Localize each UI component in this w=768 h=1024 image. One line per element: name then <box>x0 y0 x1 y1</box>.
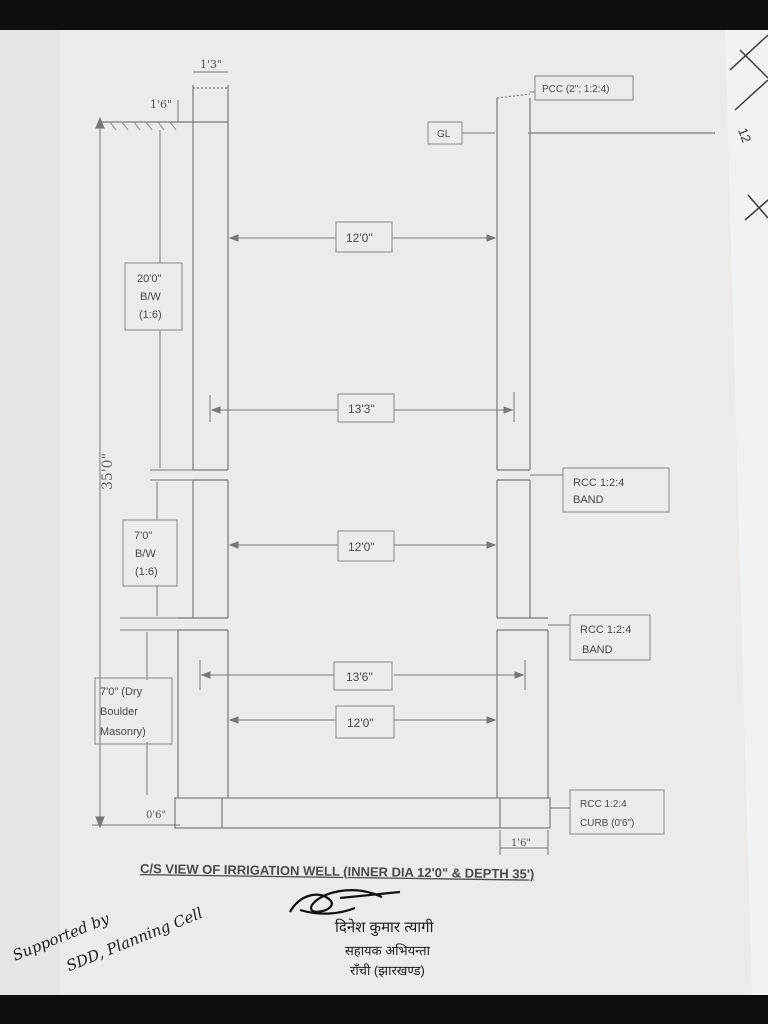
signature-right-line1: दिनेश कुमार त्यागी <box>335 918 435 937</box>
inner-dia-2-box <box>337 530 395 562</box>
diameter-dimensions <box>199 234 526 724</box>
upper-bw-box <box>124 262 183 331</box>
dry-boulder-line2: Boulder <box>100 706 138 718</box>
side-sheet <box>725 30 768 995</box>
dry-boulder-line1: 7'0" (Dry <box>100 686 143 698</box>
middle-bw-line1: 7'0" <box>134 530 152 542</box>
top-wall-dim: 1'3" <box>200 58 222 71</box>
top-gap-dim: 1'6" <box>150 98 172 111</box>
outer-dia-1-box <box>337 393 395 423</box>
signature-right-line3: राँची (झारखण्ड) <box>350 963 425 978</box>
signature-scrawl <box>289 889 401 915</box>
band1-line1: RCC 1:2:4 <box>573 477 624 489</box>
dry-boulder-line3: Masonry) <box>100 726 146 738</box>
inner-dia-3-box <box>335 705 395 739</box>
signature-right: दिनेश कुमार त्यागी सहायक अभियन्ता राँची … <box>335 918 435 978</box>
upper-bw-line2: B/W <box>140 291 161 303</box>
outer-dia-1-label: 13'3" <box>348 402 375 416</box>
band2-line2: BAND <box>582 644 613 656</box>
inner-dia-2-label: 12'0" <box>348 540 375 554</box>
curb-box <box>569 789 665 835</box>
curb-line1: RCC 1:2:4 <box>580 799 627 810</box>
bottom-curb-dim: 0'6" <box>146 810 166 821</box>
inner-dia-1-label: 12'0" <box>346 231 373 245</box>
band2-line1: RCC 1:2:4 <box>580 624 631 636</box>
band1-line2: BAND <box>573 494 604 506</box>
well-cross-section <box>98 85 715 829</box>
side-sheet-text: 12 <box>735 126 754 145</box>
depth-dimension <box>92 116 180 829</box>
side-sheet-grid <box>729 34 768 221</box>
inner-dia-3-label: 12'0" <box>347 716 374 730</box>
curb-line2: CURB (0'6") <box>580 818 634 829</box>
band1-box <box>562 467 670 513</box>
bottom-width-dim: 1'6" <box>511 838 531 849</box>
middle-bw-line2: B/W <box>135 548 156 560</box>
band2-box <box>569 614 651 661</box>
inner-dia-1-box <box>335 221 393 253</box>
outer-dia-2-box <box>333 661 393 691</box>
pcc-label-box <box>534 75 634 101</box>
middle-bw-line3: (1:6) <box>135 566 158 578</box>
overall-depth-label: 35'0" <box>100 453 116 490</box>
upper-bw-line1: 20'0" <box>137 273 161 285</box>
dry-boulder-box <box>94 677 173 745</box>
diagram-caption: C/S VIEW OF IRRIGATION WELL (INNER DIA 1… <box>140 861 534 882</box>
pcc-label: PCC (2"; 1:2:4) <box>542 84 609 95</box>
gl-label: GL <box>437 129 451 140</box>
outer-dia-2-label: 13'6" <box>346 670 373 684</box>
signature-right-line2: सहायक अभियन्ता <box>345 943 431 958</box>
upper-bw-line3: (1:6) <box>139 309 162 321</box>
drawing-sheet: 12 <box>0 30 768 995</box>
middle-bw-box <box>122 519 178 587</box>
